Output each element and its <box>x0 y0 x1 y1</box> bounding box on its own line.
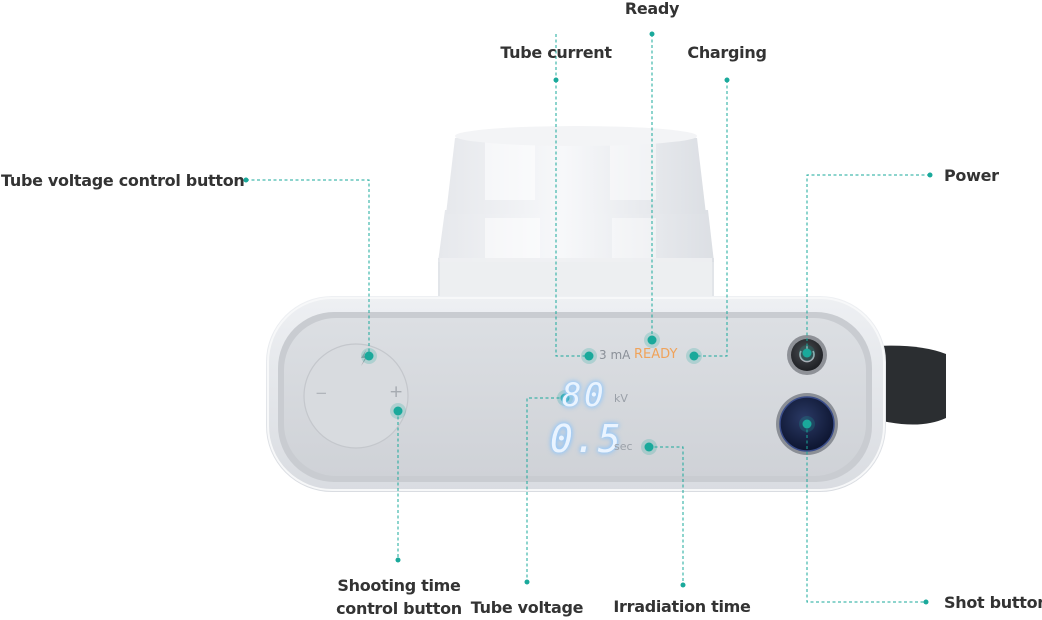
control-dial <box>303 343 409 449</box>
marker-shooting-time <box>390 403 406 419</box>
device-body <box>266 296 886 492</box>
power-icon <box>799 350 815 363</box>
tube-head <box>438 126 714 308</box>
marker-points <box>361 332 815 455</box>
marker-tube-current <box>581 348 597 364</box>
label-tube-voltage: Tube voltage <box>470 598 584 617</box>
sec-value: 0.5 <box>550 417 622 461</box>
marker-ready <box>644 332 660 348</box>
marker-shot <box>799 416 815 432</box>
label-power: Power <box>944 166 999 185</box>
label-shooting-time-control: Shooting time control button <box>336 576 462 618</box>
dial-plus[interactable]: + <box>389 382 404 402</box>
ready-indicator: READY <box>634 347 678 362</box>
kv-value: 80 <box>562 376 607 414</box>
label-ready: Ready <box>624 0 680 18</box>
label-tube-voltage-control: Tube voltage control button <box>1 171 245 190</box>
marker-tube-voltage <box>557 390 573 406</box>
marker-charging <box>686 348 702 364</box>
label-dots <box>243 31 933 605</box>
label-charging: Charging <box>687 43 767 62</box>
marker-irradiation-time <box>641 439 657 455</box>
label-shot-button: Shot button <box>944 593 1042 612</box>
marker-power <box>799 345 815 361</box>
tube-current-value: 3 mA <box>599 348 631 362</box>
dial-minus[interactable]: − <box>315 384 328 402</box>
label-irradiation-time: Irradiation time <box>613 597 751 616</box>
leader-lines <box>246 34 930 603</box>
sec-unit: sec <box>614 440 633 453</box>
lightning-icon <box>361 350 368 366</box>
marker-tube-voltage-control <box>361 348 377 364</box>
kv-unit: kV <box>614 392 628 405</box>
handle-strap <box>878 345 946 425</box>
label-tube-current: Tube current <box>500 43 612 62</box>
